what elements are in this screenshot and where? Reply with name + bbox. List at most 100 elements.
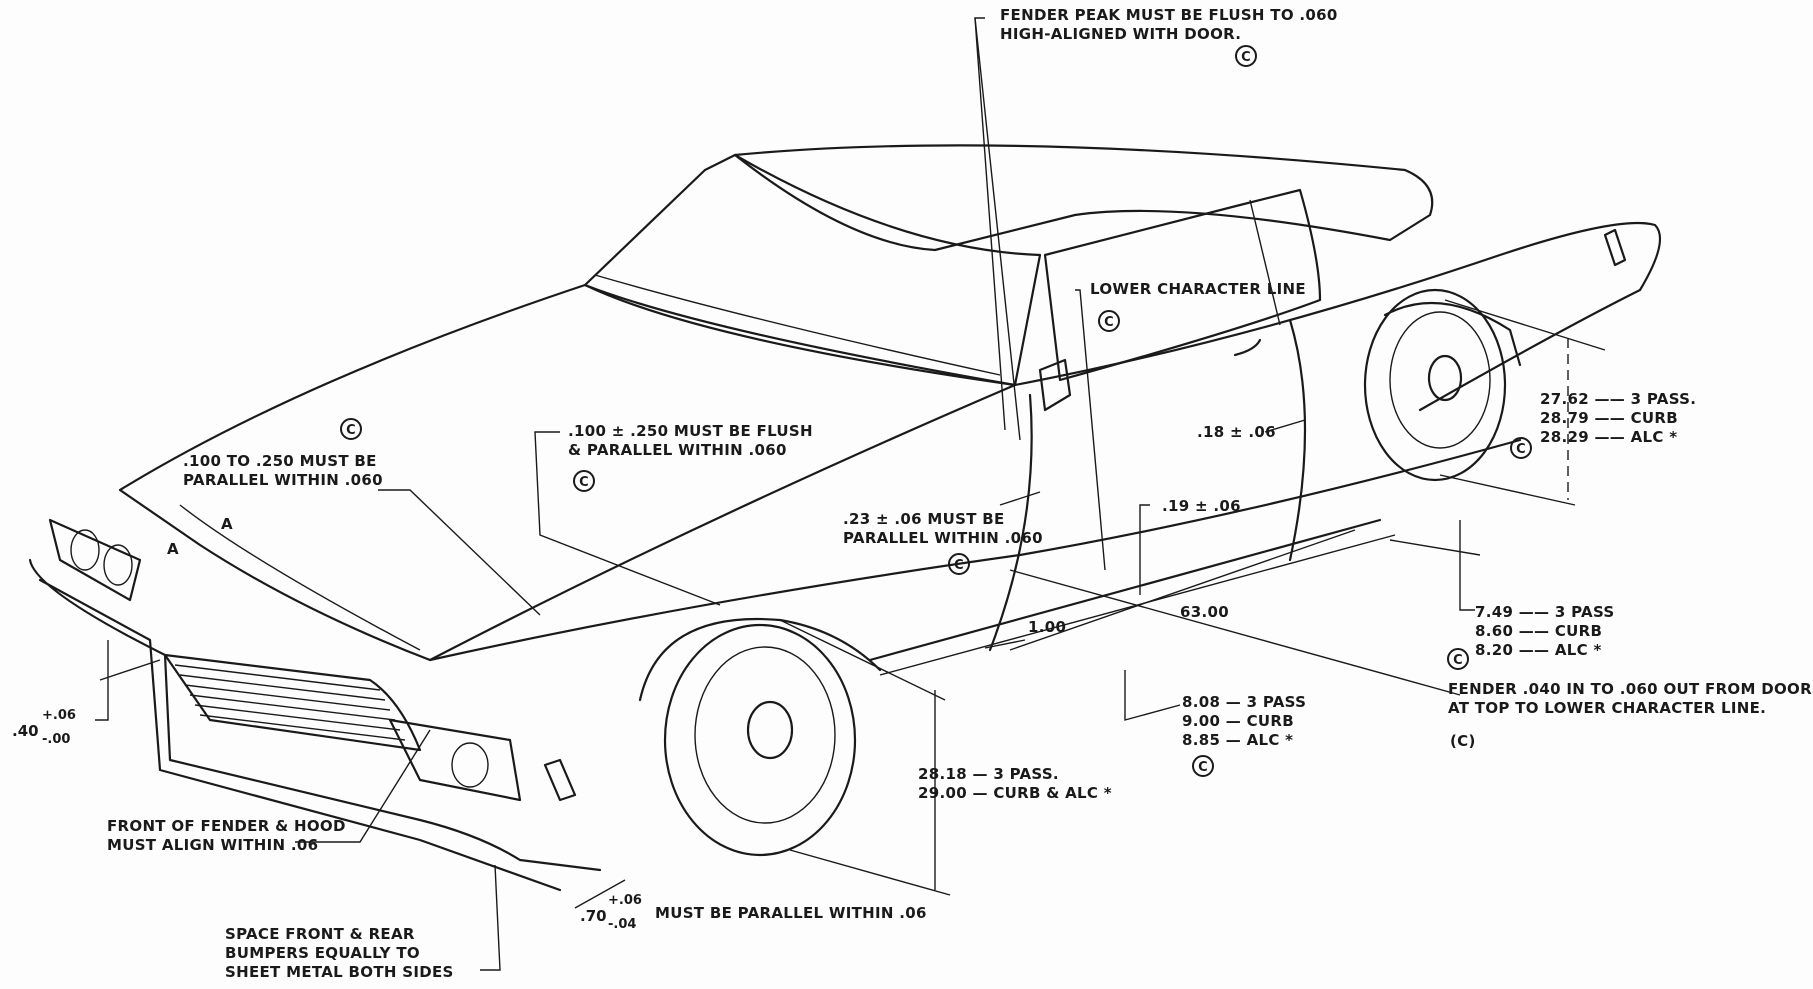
leader-fender-peak-2 bbox=[974, 17, 1006, 431]
leader-bumper-parallel bbox=[574, 879, 626, 909]
table-front-rocker-height: 8.08 — 3 PASS 9.00 — CURB 8.85 — ALC * bbox=[1182, 693, 1306, 750]
note-fender-door-line-2: AT TOP TO LOWER CHARACTER LINE. bbox=[1448, 699, 1767, 717]
note-bumper-spacing-line-1: SPACE FRONT & REAR bbox=[225, 925, 415, 943]
table-row: 27.62 —— 3 PASS. bbox=[1540, 390, 1697, 408]
leader-cowl bbox=[534, 431, 721, 606]
c-symbol-lower-character-line: C bbox=[1098, 310, 1120, 332]
note-hood-gap-line-2: PARALLEL WITHIN .060 bbox=[183, 471, 383, 489]
table-row: 29.00 — CURB & ALC * bbox=[918, 784, 1112, 802]
dim-value: 8.85 bbox=[1182, 731, 1221, 749]
dim-rear-rocker-ext bbox=[1389, 539, 1481, 556]
bumper-lower bbox=[38, 578, 562, 892]
door-rear-seam bbox=[1288, 318, 1307, 562]
dim-value: 28.18 bbox=[918, 765, 967, 783]
dim-condition: ALC * bbox=[1246, 731, 1294, 749]
front-wheel-arch bbox=[638, 617, 882, 702]
dim-value: 8.60 bbox=[1475, 622, 1514, 640]
c-symbol-front-rocker: C bbox=[1192, 755, 1214, 777]
dim-condition: 3 PASS. bbox=[993, 765, 1059, 783]
door-front-seam bbox=[988, 393, 1033, 652]
side-mirror bbox=[1038, 358, 1072, 412]
body-lower-line bbox=[428, 438, 1522, 662]
table-row: 8.08 — 3 PASS bbox=[1182, 693, 1307, 711]
dim-wheelbase-label: 63.00 bbox=[1180, 603, 1229, 621]
table-front-wheel-opening: 28.18 — 3 PASS. 29.00 — CURB & ALC * bbox=[918, 765, 1112, 803]
dim-condition: ALC * bbox=[1630, 428, 1678, 446]
leader-hood-gap bbox=[378, 489, 541, 616]
note-fender-peak: FENDER PEAK MUST BE FLUSH TO .060 HIGH-A… bbox=[1000, 6, 1338, 44]
leader-rocker-gap bbox=[1139, 504, 1150, 595]
dim-condition: 3 PASS bbox=[1554, 603, 1615, 621]
dim-value: 29.00 bbox=[918, 784, 967, 802]
windshield-inner bbox=[594, 274, 1001, 376]
tol-minus: -.04 bbox=[608, 917, 637, 932]
rear-wheel-hub bbox=[1427, 354, 1463, 402]
note-bumper-spacing-line-3: SHEET METAL BOTH SIDES bbox=[225, 963, 454, 981]
headlight-left-lamp-1 bbox=[70, 529, 100, 571]
headlight-left bbox=[48, 518, 142, 602]
dim-condition: CURB bbox=[1630, 409, 1678, 427]
table-row: 7.49 —— 3 PASS bbox=[1475, 603, 1615, 621]
dim-bumper-height bbox=[95, 640, 109, 721]
note-door-front-gap: .23 ± .06 MUST BE PARALLEL WITHIN .060 bbox=[843, 510, 1043, 548]
table-row: 9.00 — CURB bbox=[1182, 712, 1294, 730]
c-symbol-door-front-gap: C bbox=[948, 553, 970, 575]
dim-front-wheel-bottom bbox=[789, 849, 951, 896]
dim-wheelbase bbox=[1009, 529, 1356, 651]
note-hood-gap: .100 TO .250 MUST BE PARALLEL WITHIN .06… bbox=[183, 452, 383, 490]
c-symbol-cowl-flush: C bbox=[573, 470, 595, 492]
note-cowl-flush-line-2: & PARALLEL WITHIN .060 bbox=[568, 441, 787, 459]
table-row: 28.18 — 3 PASS. bbox=[918, 765, 1059, 783]
dim-rear-rocker bbox=[1459, 520, 1475, 611]
dim-value: 27.62 bbox=[1540, 390, 1589, 408]
leader-door-front bbox=[999, 491, 1041, 506]
rear-wheel bbox=[1363, 288, 1507, 482]
rear-taillight bbox=[1603, 228, 1627, 267]
dim-value: 28.79 bbox=[1540, 409, 1589, 427]
front-wheel-rim bbox=[694, 646, 836, 824]
dim-rear-wheel-bottom bbox=[1439, 474, 1576, 506]
front-wheel-hub bbox=[746, 700, 794, 760]
dim-condition: CURB bbox=[1246, 712, 1294, 730]
dim-value: 28.29 bbox=[1540, 428, 1589, 446]
hood-centerline bbox=[179, 504, 421, 651]
note-door-front-gap-line-2: PARALLEL WITHIN .060 bbox=[843, 529, 1043, 547]
note-fender-door-line-1: FENDER .040 IN TO .060 OUT FROM DOOR bbox=[1448, 680, 1812, 698]
rocker-line bbox=[868, 518, 1382, 662]
grille-bars bbox=[174, 664, 406, 741]
table-row: 8.85 — ALC * bbox=[1182, 731, 1294, 749]
note-hood-gap-line-1: .100 TO .250 MUST BE bbox=[183, 452, 377, 470]
dim-rocker-offset bbox=[984, 639, 1026, 649]
table-row: 28.79 —— CURB bbox=[1540, 409, 1678, 427]
dim-rocker-offset-label: 1.00 bbox=[1028, 618, 1067, 636]
dim-bumper-height-ext bbox=[99, 659, 161, 681]
note-bumper-spacing: SPACE FRONT & REAR BUMPERS EQUALLY TO SH… bbox=[225, 925, 454, 982]
front-wheel bbox=[663, 623, 857, 857]
dim-value: 8.20 bbox=[1475, 641, 1514, 659]
table-rear-rocker-height: 7.49 —— 3 PASS 8.60 —— CURB 8.20 —— ALC … bbox=[1475, 603, 1615, 660]
note-fender-door: FENDER .040 IN TO .060 OUT FROM DOOR AT … bbox=[1448, 680, 1812, 718]
tol-base: .40 bbox=[12, 722, 39, 740]
c-symbol-rear-wheel-opening: C bbox=[1510, 437, 1532, 459]
leader-door-rear bbox=[1264, 419, 1306, 433]
dim-condition: 3 PASS. bbox=[1630, 390, 1697, 408]
note-lower-character-line: LOWER CHARACTER LINE bbox=[1090, 280, 1306, 298]
tol-plus: +.06 bbox=[608, 893, 642, 908]
windshield bbox=[583, 153, 1042, 387]
leader-lower-char bbox=[1075, 289, 1106, 571]
dim-door-rear-gap: .18 ± .06 bbox=[1197, 423, 1276, 441]
table-row: 28.29 —— ALC * bbox=[1540, 428, 1678, 446]
headlight-left-lamp-2 bbox=[103, 544, 133, 586]
dim-value: 9.00 bbox=[1182, 712, 1221, 730]
side-marker bbox=[543, 758, 577, 802]
dim-condition: CURB & ALC * bbox=[993, 784, 1112, 802]
leader-front-fender-hood bbox=[295, 729, 431, 843]
grille bbox=[163, 653, 422, 752]
dim-rear-wheel-top bbox=[1444, 299, 1606, 351]
rear-wheel-rim bbox=[1389, 311, 1491, 449]
dim-rocker-gap: .19 ± .06 bbox=[1162, 497, 1241, 515]
section-mark-a-right: A bbox=[221, 515, 233, 533]
table-row: 8.20 —— ALC * bbox=[1475, 641, 1602, 659]
tol-base: .70 bbox=[580, 907, 607, 925]
